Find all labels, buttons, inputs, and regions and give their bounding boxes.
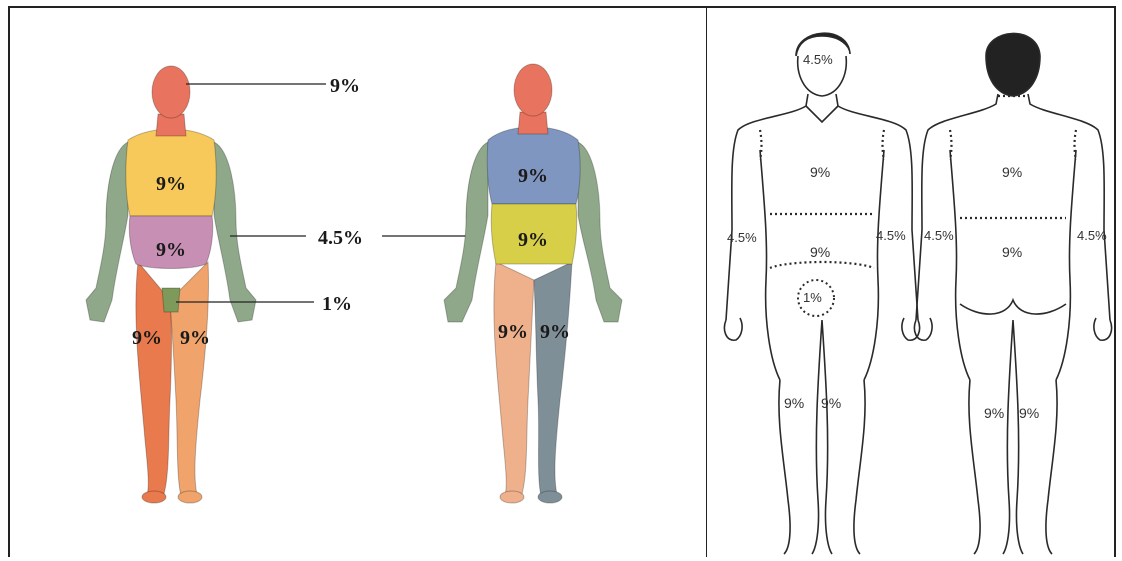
front-head bbox=[152, 66, 190, 118]
line-label-abdomen: 9% bbox=[810, 244, 830, 260]
line-back-legs bbox=[969, 320, 1057, 554]
line-label-back-left-leg: 9% bbox=[984, 405, 1004, 421]
line-label-front-left-leg: 9% bbox=[821, 395, 841, 411]
line-label-back-left-arm: 4.5% bbox=[924, 228, 954, 243]
back-head bbox=[514, 64, 552, 116]
line-back-figure bbox=[914, 33, 1111, 554]
label-head: 9% bbox=[330, 75, 360, 97]
line-back-head bbox=[986, 33, 1040, 96]
front-left-foot bbox=[178, 491, 202, 503]
line-label-front-right-arm: 4.5% bbox=[727, 230, 757, 245]
line-back-buttocks bbox=[960, 300, 1066, 314]
line-back-torso-sides bbox=[950, 150, 1076, 380]
back-left-leg bbox=[494, 262, 534, 500]
front-right-foot bbox=[142, 491, 166, 503]
label-back-right-leg: 9% bbox=[540, 321, 570, 343]
label-abdomen: 9% bbox=[156, 239, 186, 261]
label-chest: 9% bbox=[156, 173, 186, 195]
line-label-chest: 9% bbox=[810, 164, 830, 180]
back-right-leg bbox=[534, 262, 572, 500]
line-label-back-right-leg: 9% bbox=[1019, 405, 1039, 421]
line-front-figure bbox=[724, 33, 919, 554]
line-label-upper-back: 9% bbox=[1002, 164, 1022, 180]
back-right-foot bbox=[538, 491, 562, 503]
back-left-foot bbox=[500, 491, 524, 503]
front-perineum bbox=[162, 288, 180, 312]
line-front-v-neck bbox=[806, 106, 838, 122]
label-lower-back: 9% bbox=[518, 229, 548, 251]
front-right-arm bbox=[86, 142, 128, 322]
line-label-head: 4.5% bbox=[803, 52, 833, 67]
line-front-torso-outline bbox=[726, 94, 918, 320]
line-label-lower-back: 9% bbox=[1002, 244, 1022, 260]
label-perineum: 1% bbox=[322, 293, 352, 315]
colored-back-figure: 9% 9% 9% 9% bbox=[444, 64, 622, 503]
back-left-arm bbox=[444, 142, 488, 322]
label-front-left-leg: 9% bbox=[180, 327, 210, 349]
line-back-torso-outline bbox=[916, 94, 1110, 320]
back-right-arm bbox=[578, 142, 622, 322]
label-upper-back: 9% bbox=[518, 165, 548, 187]
line-label-perineum: 1% bbox=[803, 290, 822, 305]
label-arm: 4.5% bbox=[318, 227, 363, 249]
line-label-back-right-arm: 4.5% bbox=[1077, 228, 1107, 243]
line-labels: 4.5% 9% 9% 4.5% 4.5% 1% 9% 9% 9% 9% 4.5%… bbox=[727, 52, 1107, 421]
front-left-arm bbox=[214, 142, 256, 322]
label-front-right-leg: 9% bbox=[132, 327, 162, 349]
line-label-front-right-leg: 9% bbox=[784, 395, 804, 411]
label-back-left-leg: 9% bbox=[498, 321, 528, 343]
line-front-legs bbox=[779, 320, 865, 554]
line-label-front-left-arm: 4.5% bbox=[876, 228, 906, 243]
colored-front-figure: 9% 9% 9% 4.5% 1% 9% 9% bbox=[86, 66, 476, 503]
